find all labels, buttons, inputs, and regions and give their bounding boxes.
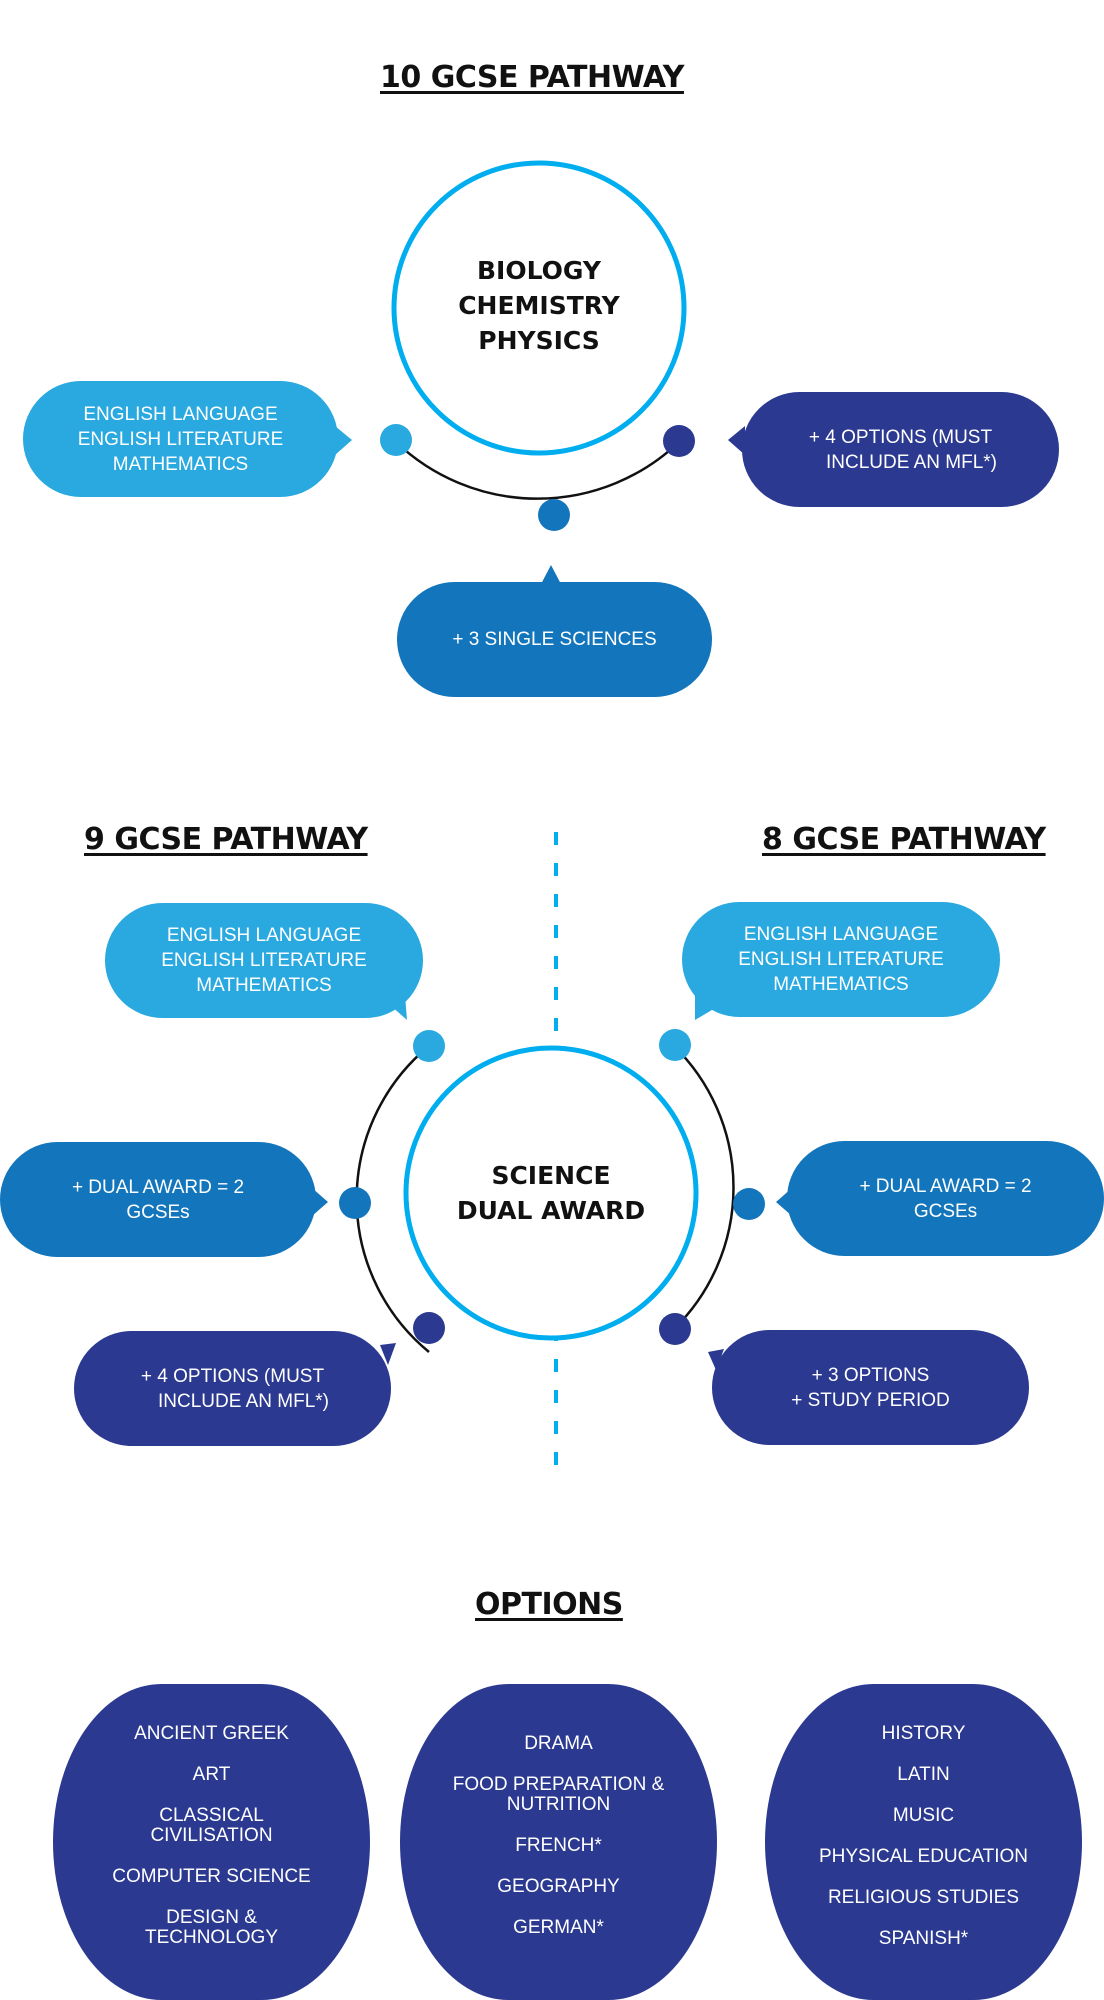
option-subject: FRENCH* (515, 1836, 602, 1856)
option-subject-line: ART (192, 1764, 231, 1785)
options-column-3: HISTORY LATIN MUSIC PHYSICAL EDUCATION RELIG… (765, 1684, 1082, 2000)
pointer-options-9 (380, 1343, 396, 1365)
node-dot-options-10 (663, 425, 695, 457)
option-subject-line: ANCIENT GREEK (134, 1723, 289, 1744)
circle-line: SCIENCE (491, 1161, 611, 1190)
option-subject: RELIGIOUS STUDIES (828, 1888, 1019, 1908)
bubble-line: ENGLISH LANGUAGE (83, 403, 278, 425)
circle-line: PHYSICS (478, 325, 600, 355)
heading-9-gcse-pathway: 9 GCSE PATHWAY (84, 822, 368, 857)
pointer-options-8 (708, 1349, 724, 1370)
option-subject-line: RELIGIOUS STUDIES (827, 1887, 1020, 1908)
node-dot-science-8 (733, 1188, 765, 1220)
bubble-line: MATHEMATICS (112, 453, 249, 475)
dual-award-bubble-8: + DUAL AWARD = 2 GCSEs (787, 1141, 1104, 1256)
bubble-line: + DUAL AWARD = 2 (71, 1176, 245, 1198)
bubble-line: ENGLISH LITERATURE (738, 949, 944, 970)
bubble-line: INCLUDE AN MFL*) (825, 451, 998, 473)
option-subject: SPANISH* (879, 1929, 968, 1949)
option-subject: DESIGN &TECHNOLOGY (145, 1908, 278, 1948)
sciences-bubble-10: + 3 SINGLE SCIENCES (397, 582, 712, 697)
option-subject-line: GERMAN* (513, 1917, 604, 1938)
option-subject: ANCIENT GREEK (134, 1724, 289, 1744)
bubble-line: ENGLISH LANGUAGE (743, 924, 939, 945)
option-subject-line: GEOGRAPHY (497, 1876, 620, 1897)
connector-arc-8 (673, 1045, 735, 1330)
bubble-line: + 3 SINGLE SCIENCES (452, 629, 657, 650)
bubble-line: GCSEs (913, 1200, 978, 1222)
option-subject-line: CLASSICAL (159, 1805, 264, 1826)
option-subject: GERMAN* (513, 1918, 604, 1938)
option-subject-line: DRAMA (524, 1733, 593, 1754)
bubble-line: + 3 OPTIONS (811, 1364, 930, 1386)
option-subject-line: HISTORY (881, 1723, 966, 1744)
pointer-sciences-10 (540, 565, 562, 586)
science-dual-award-label: SCIENCE DUAL AWARD (412, 1155, 690, 1231)
bubble-line: + DUAL AWARD = 2 (859, 1175, 1032, 1197)
pointer-core-10 (335, 426, 352, 455)
node-dot-core-9 (413, 1030, 445, 1062)
option-subject: ART (193, 1765, 231, 1785)
bubble-line: + STUDY PERIOD (791, 1389, 950, 1411)
circle-line: DUAL AWARD (456, 1196, 646, 1225)
bubble-line: ENGLISH LITERATURE (161, 950, 367, 971)
option-subject-line: TECHNOLOGY (144, 1927, 279, 1948)
core-sciences-label: BIOLOGY CHEMISTRY PHYSICS (400, 250, 678, 360)
option-subject-line: MUSIC (892, 1805, 955, 1826)
option-subject: MUSIC (893, 1806, 954, 1826)
option-subject: PHYSICAL EDUCATION (819, 1847, 1028, 1867)
option-subject: HISTORY (882, 1724, 966, 1744)
node-dot-options-9 (413, 1312, 445, 1344)
heading-options: OPTIONS (475, 1587, 623, 1622)
option-subject: GEOGRAPHY (497, 1877, 619, 1897)
option-subject-line: COMPUTER SCIENCE (112, 1866, 311, 1887)
node-dot-sciences-10 (538, 499, 570, 531)
option-subject: LATIN (897, 1765, 949, 1785)
circle-line: CHEMISTRY (458, 290, 620, 320)
core-subjects-bubble-10: ENGLISH LANGUAGE ENGLISH LITERATURE MATH… (23, 381, 338, 497)
bubble-line: + 4 OPTIONS (MUST (140, 1365, 325, 1387)
heading-8-gcse-pathway: 8 GCSE PATHWAY (762, 822, 1046, 857)
bubble-line: MATHEMATICS (773, 974, 909, 995)
option-subject-line: CIVILISATION (150, 1825, 273, 1846)
bubble-line: INCLUDE AN MFL*) (157, 1390, 330, 1412)
option-subject: DRAMA (524, 1734, 593, 1754)
option-subject-line: FRENCH* (515, 1835, 602, 1856)
core-subjects-bubble-8: ENGLISH LANGUAGE ENGLISH LITERATURE MATH… (682, 902, 1000, 1017)
subjects-ring-10 (391, 160, 687, 456)
bubble-line: ENGLISH LITERATURE (77, 428, 284, 450)
option-subject: FOOD PREPARATION &NUTRITION (453, 1775, 665, 1815)
option-subject-line: SPANISH* (878, 1928, 969, 1949)
bubble-line: ENGLISH LANGUAGE (166, 925, 362, 946)
options-bubble-9: + 4 OPTIONS (MUST INCLUDE AN MFL*) (74, 1331, 391, 1446)
option-subject-line: DESIGN & (166, 1907, 257, 1928)
node-dot-core-8 (659, 1029, 691, 1061)
bubble-line: + 4 OPTIONS (MUST (808, 426, 993, 448)
option-subject-line: NUTRITION (506, 1794, 611, 1815)
node-dot-core-10 (380, 424, 412, 456)
connector-arc-10 (395, 441, 680, 500)
circle-line: BIOLOGY (477, 255, 601, 285)
pointer-options-10 (728, 426, 745, 455)
option-subject-line: FOOD PREPARATION & (452, 1774, 665, 1795)
node-dot-science-9 (339, 1187, 371, 1219)
core-subjects-bubble-9: ENGLISH LANGUAGE ENGLISH LITERATURE MATH… (105, 903, 423, 1018)
pointer-science-9 (312, 1188, 328, 1216)
option-subject: COMPUTER SCIENCE (112, 1867, 310, 1887)
bubble-line: GCSEs (126, 1201, 190, 1223)
node-dot-options-8 (659, 1313, 691, 1345)
heading-10-gcse-pathway: 10 GCSE PATHWAY (380, 60, 684, 95)
option-subject-line: PHYSICAL EDUCATION (818, 1846, 1029, 1867)
science-dual-award-ring (403, 1045, 699, 1341)
options-column-2: DRAMA FOOD PREPARATION &NUTRITION FRENCH* G… (400, 1684, 717, 2000)
bubble-line: MATHEMATICS (196, 975, 332, 996)
dual-award-bubble-9: + DUAL AWARD = 2 GCSEs (0, 1142, 316, 1257)
options-bubble-10: + 4 OPTIONS (MUST INCLUDE AN MFL*) (742, 392, 1059, 507)
option-subject-line: LATIN (897, 1764, 950, 1785)
options-bubble-8: + 3 OPTIONS + STUDY PERIOD (712, 1330, 1029, 1445)
